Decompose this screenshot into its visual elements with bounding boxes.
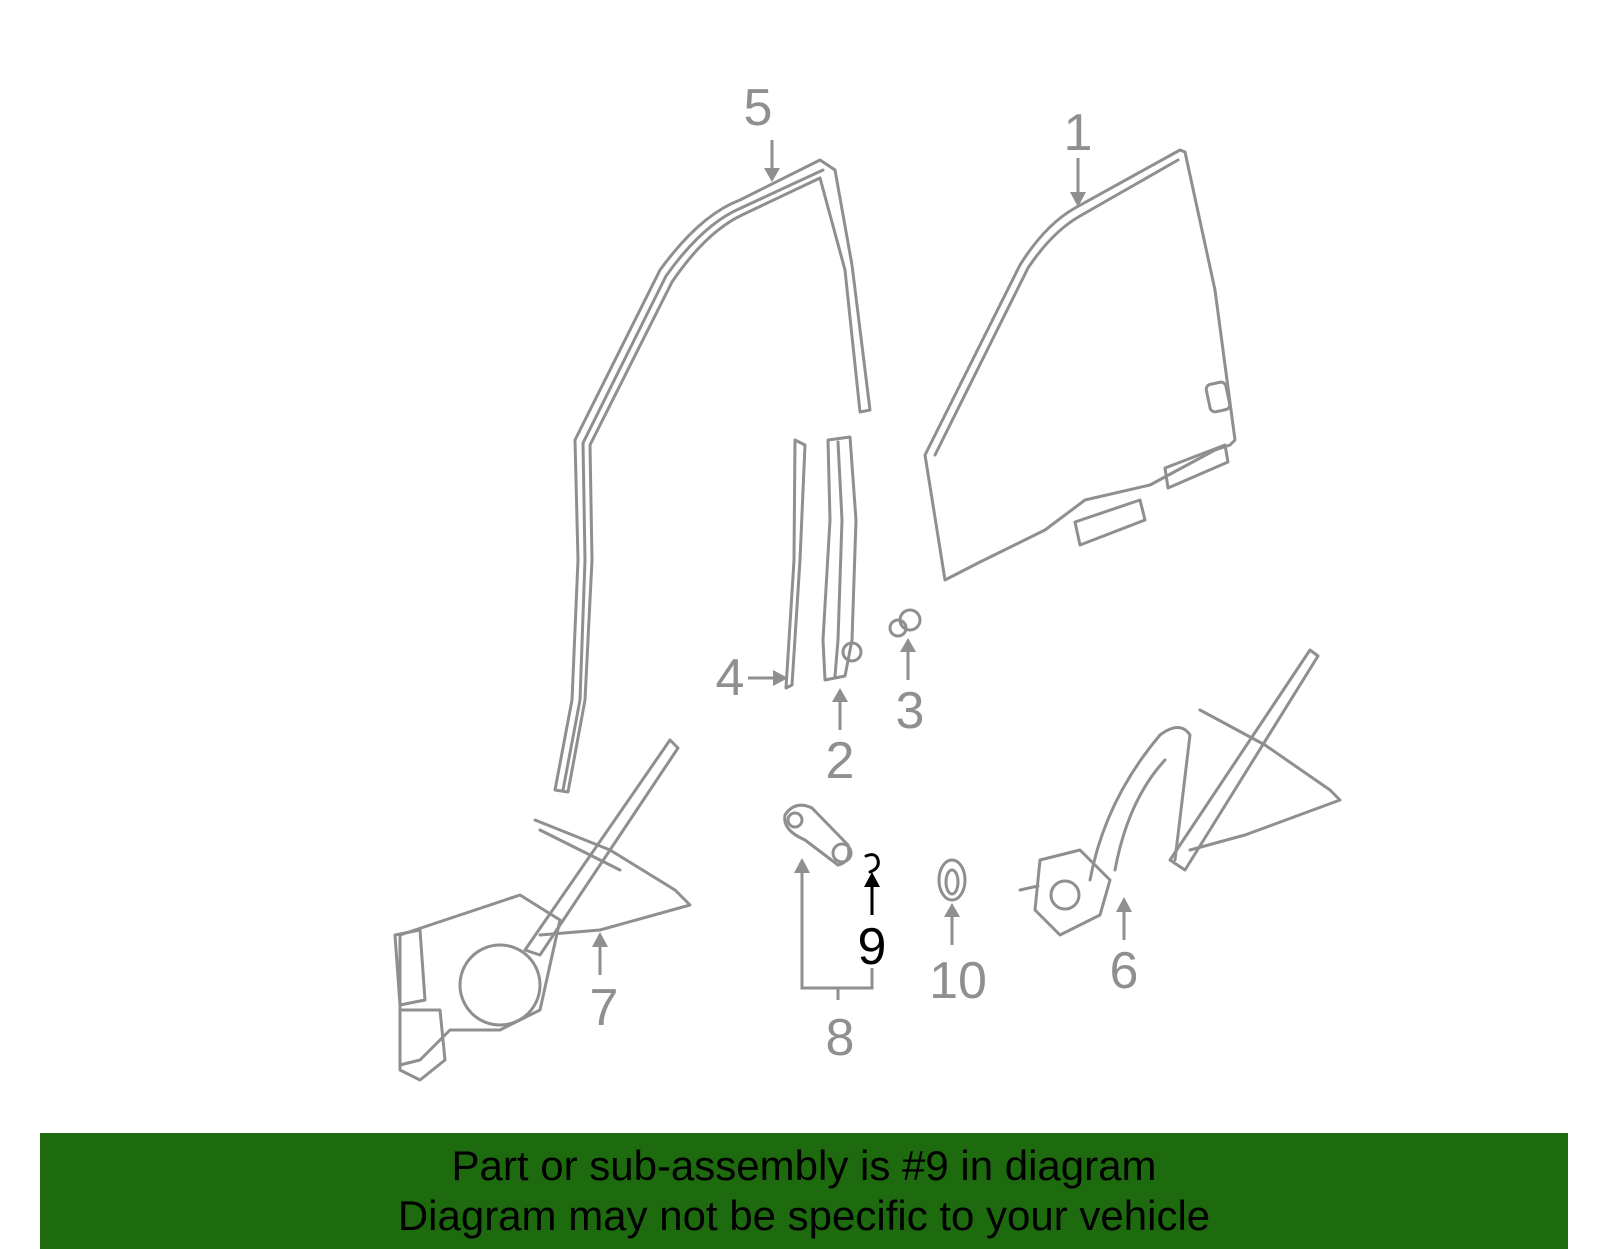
callout-5: 5 bbox=[744, 79, 773, 137]
banner-line-1: Part or sub-assembly is #9 in diagram bbox=[451, 1142, 1157, 1189]
part-1-door-glass[interactable] bbox=[923, 148, 1237, 582]
part-3-clip[interactable] bbox=[888, 608, 922, 638]
arrowhead-10 bbox=[944, 903, 960, 917]
callout-6: 6 bbox=[1110, 942, 1139, 1000]
arrowhead-9 bbox=[864, 872, 880, 887]
arrowhead-8 bbox=[794, 858, 810, 873]
callout-7: 7 bbox=[590, 979, 619, 1037]
callout-8: 8 bbox=[826, 1009, 855, 1067]
callout-1: 1 bbox=[1064, 104, 1093, 162]
part-8-guide[interactable] bbox=[783, 803, 853, 867]
part-6-regulator[interactable] bbox=[1018, 648, 1342, 937]
arrowhead-6 bbox=[1116, 897, 1132, 912]
arrowhead-4 bbox=[773, 670, 788, 686]
arrowhead-2 bbox=[832, 688, 848, 702]
callout-2: 2 bbox=[826, 732, 855, 790]
parts-diagram: 5 1 4 2 3 7 8 9 10 6 bbox=[393, 79, 1342, 1082]
callout-10: 10 bbox=[929, 952, 987, 1010]
part-4-channel-strip[interactable] bbox=[784, 438, 807, 690]
arrowhead-5 bbox=[764, 168, 780, 182]
info-banner: Part or sub-assembly is #9 in diagram Di… bbox=[40, 1133, 1568, 1249]
part-10-grommet[interactable] bbox=[937, 858, 967, 902]
part-2-run-channel[interactable] bbox=[821, 435, 863, 682]
part-7-regulator-motor[interactable] bbox=[393, 738, 692, 1082]
part-5-weatherstrip[interactable] bbox=[553, 158, 872, 794]
arrowhead-1 bbox=[1070, 192, 1086, 207]
callout-4: 4 bbox=[716, 649, 745, 707]
banner-line-2: Diagram may not be specific to your vehi… bbox=[397, 1192, 1211, 1239]
arrowhead-3 bbox=[900, 638, 916, 652]
callout-9: 9 bbox=[858, 918, 887, 976]
callout-3: 3 bbox=[896, 682, 925, 740]
part-9-spring-clip[interactable] bbox=[864, 853, 880, 874]
arrowhead-7 bbox=[592, 932, 608, 947]
